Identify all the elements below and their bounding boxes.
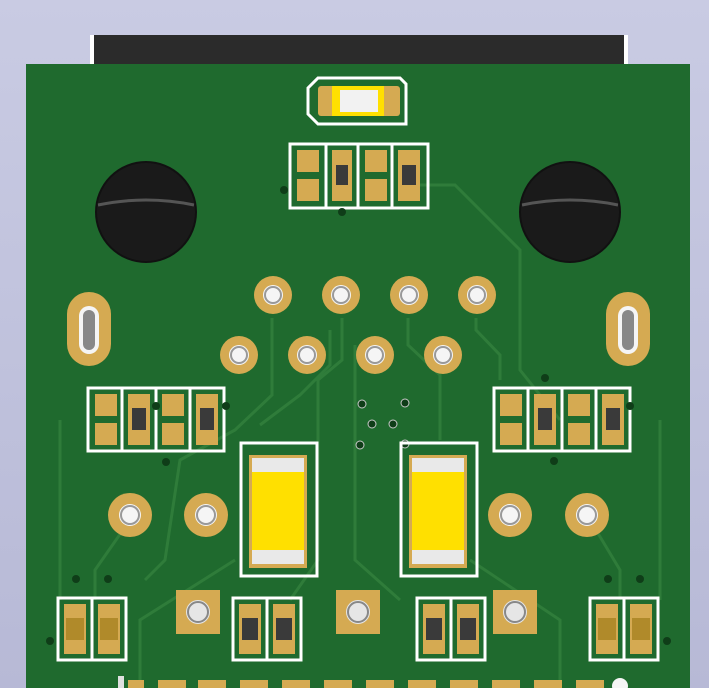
led	[306, 76, 408, 126]
knob-right	[519, 161, 621, 263]
yellow-capacitor-left	[239, 441, 319, 578]
square-pads-bottom	[176, 590, 537, 634]
yellow-capacitor-right	[399, 441, 479, 578]
pad-array-right	[492, 374, 634, 465]
through-hole-row-bottom	[220, 336, 462, 374]
through-hole-row-top	[254, 276, 496, 314]
smd-resistors-bottom-center-left	[231, 596, 303, 662]
smd-caps-bottom-right	[588, 575, 671, 662]
pad-array-left	[86, 386, 230, 466]
through-hole-pair-right	[488, 493, 609, 537]
smd-caps-bottom-left	[46, 575, 128, 662]
through-hole-pair-left	[108, 493, 228, 537]
edge-connector-fingers	[118, 676, 628, 688]
smd-resistors-bottom-center-right	[415, 596, 487, 662]
slot-left	[67, 292, 111, 366]
copper-traces	[58, 183, 662, 688]
pad-array-top	[280, 142, 430, 216]
knob-left	[95, 161, 197, 263]
slot-right	[606, 292, 650, 366]
